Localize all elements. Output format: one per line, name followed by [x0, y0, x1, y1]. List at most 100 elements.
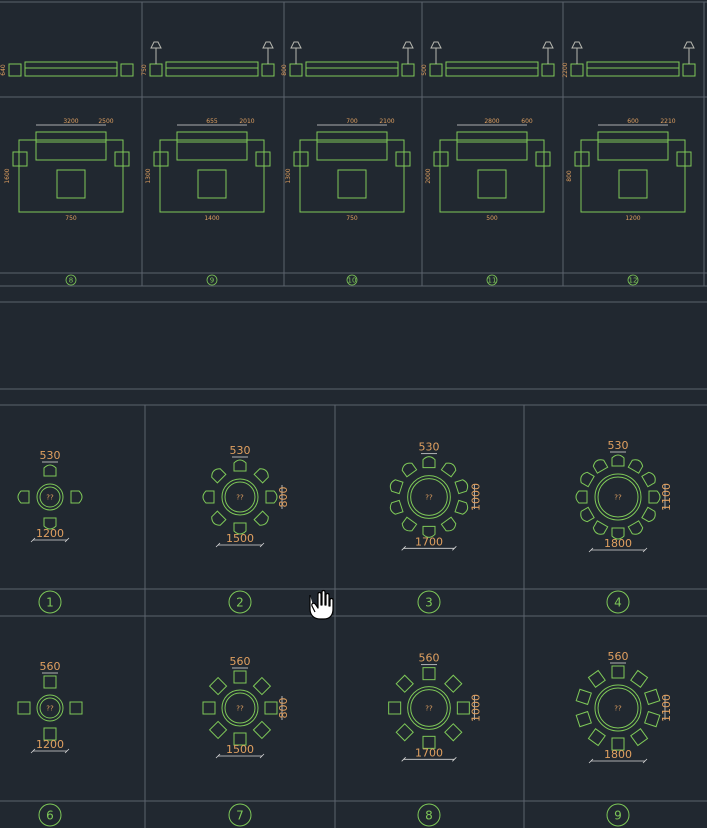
chair — [644, 688, 661, 706]
set-label: 11 — [488, 277, 497, 285]
chair — [641, 471, 656, 488]
dimension-label: 1600 — [4, 168, 11, 183]
table-diameter-label: 1200 — [36, 527, 64, 540]
dimension-label: 500 — [421, 64, 428, 76]
dimension-label: 2210 — [660, 118, 675, 125]
dimension-label: 640 — [0, 64, 7, 76]
seat-width-label: 530 — [230, 444, 251, 457]
set-label: 8 — [425, 809, 433, 823]
round-table — [407, 686, 451, 730]
chair — [422, 735, 436, 749]
chair — [69, 701, 83, 715]
seat-width-label: 560 — [608, 650, 629, 663]
round-table — [594, 473, 642, 521]
set-label-circle — [417, 590, 441, 614]
chair — [70, 490, 83, 504]
chair — [444, 674, 463, 693]
chair — [644, 710, 661, 728]
table-diameter-label: 1500 — [226, 532, 254, 545]
set-label-circle — [346, 274, 358, 286]
dimension-label: 2800 — [484, 118, 499, 125]
dimension-label: 1400 — [204, 215, 219, 222]
table-diameter-label: 1800 — [604, 537, 632, 550]
dimension-label: 800 — [566, 170, 573, 182]
chair — [208, 720, 228, 740]
table-mark: ?? — [236, 705, 244, 713]
dining-set-panel: ??53012001??53015008002??530170010003??5… — [17, 439, 673, 827]
chair — [208, 676, 228, 696]
set-label: 10 — [348, 277, 357, 285]
chair — [630, 669, 649, 688]
set-label-circle — [38, 803, 62, 827]
set-label: 2 — [236, 596, 244, 610]
round-table — [36, 694, 64, 722]
set-label: 6 — [46, 809, 54, 823]
dimension-label: 500 — [486, 215, 498, 222]
dimension-label: 2100 — [379, 118, 394, 125]
chair — [17, 701, 31, 715]
set-label: 1 — [46, 596, 54, 610]
chair — [253, 510, 269, 526]
chair — [575, 710, 592, 728]
side-dimension-label: 1000 — [469, 483, 482, 511]
dimension-label: 2000 — [425, 168, 432, 183]
chair — [233, 522, 247, 535]
set-label-circle — [38, 590, 62, 614]
chair — [611, 454, 625, 467]
set-label-circle — [228, 803, 252, 827]
dimension-label: 1200 — [625, 215, 640, 222]
set-label-circle — [417, 803, 441, 827]
chair — [611, 527, 625, 540]
set-label-circle — [65, 274, 77, 286]
chair — [422, 667, 436, 681]
chair — [444, 723, 463, 742]
set-label-circle — [606, 803, 630, 827]
chair — [454, 479, 469, 495]
side-dimension-label: 800 — [277, 487, 290, 508]
chair — [648, 490, 661, 504]
set-label: 8 — [69, 277, 73, 285]
dimension-label: 800 — [281, 64, 288, 76]
chair — [401, 516, 418, 532]
chair — [252, 676, 272, 696]
chair — [592, 520, 609, 535]
set-label-circle — [206, 274, 218, 286]
chair — [627, 459, 644, 474]
chair — [17, 490, 30, 504]
seat-width-label: 530 — [419, 441, 440, 454]
dimension-label: 750 — [346, 215, 358, 222]
chair — [456, 701, 470, 715]
table-mark: ?? — [425, 494, 433, 502]
dimension-label: 3200 — [63, 118, 78, 125]
table-mark: ?? — [46, 494, 54, 502]
chair — [454, 499, 469, 515]
chair — [233, 732, 247, 746]
set-label-circle — [486, 274, 498, 286]
chair — [43, 727, 57, 741]
chair — [211, 510, 227, 526]
set-label: 3 — [425, 596, 433, 610]
chair — [388, 701, 402, 715]
round-table — [221, 689, 259, 727]
chair — [401, 462, 418, 478]
pan-hand-icon — [309, 589, 334, 620]
chair — [265, 490, 278, 504]
table-diameter-label: 1700 — [415, 746, 443, 759]
chair — [440, 462, 457, 478]
table-mark: ?? — [46, 705, 54, 713]
chair — [592, 459, 609, 474]
set-label: 12 — [629, 277, 638, 285]
chair — [233, 670, 247, 684]
side-dimension-label: 1100 — [660, 483, 673, 511]
chair — [202, 490, 215, 504]
